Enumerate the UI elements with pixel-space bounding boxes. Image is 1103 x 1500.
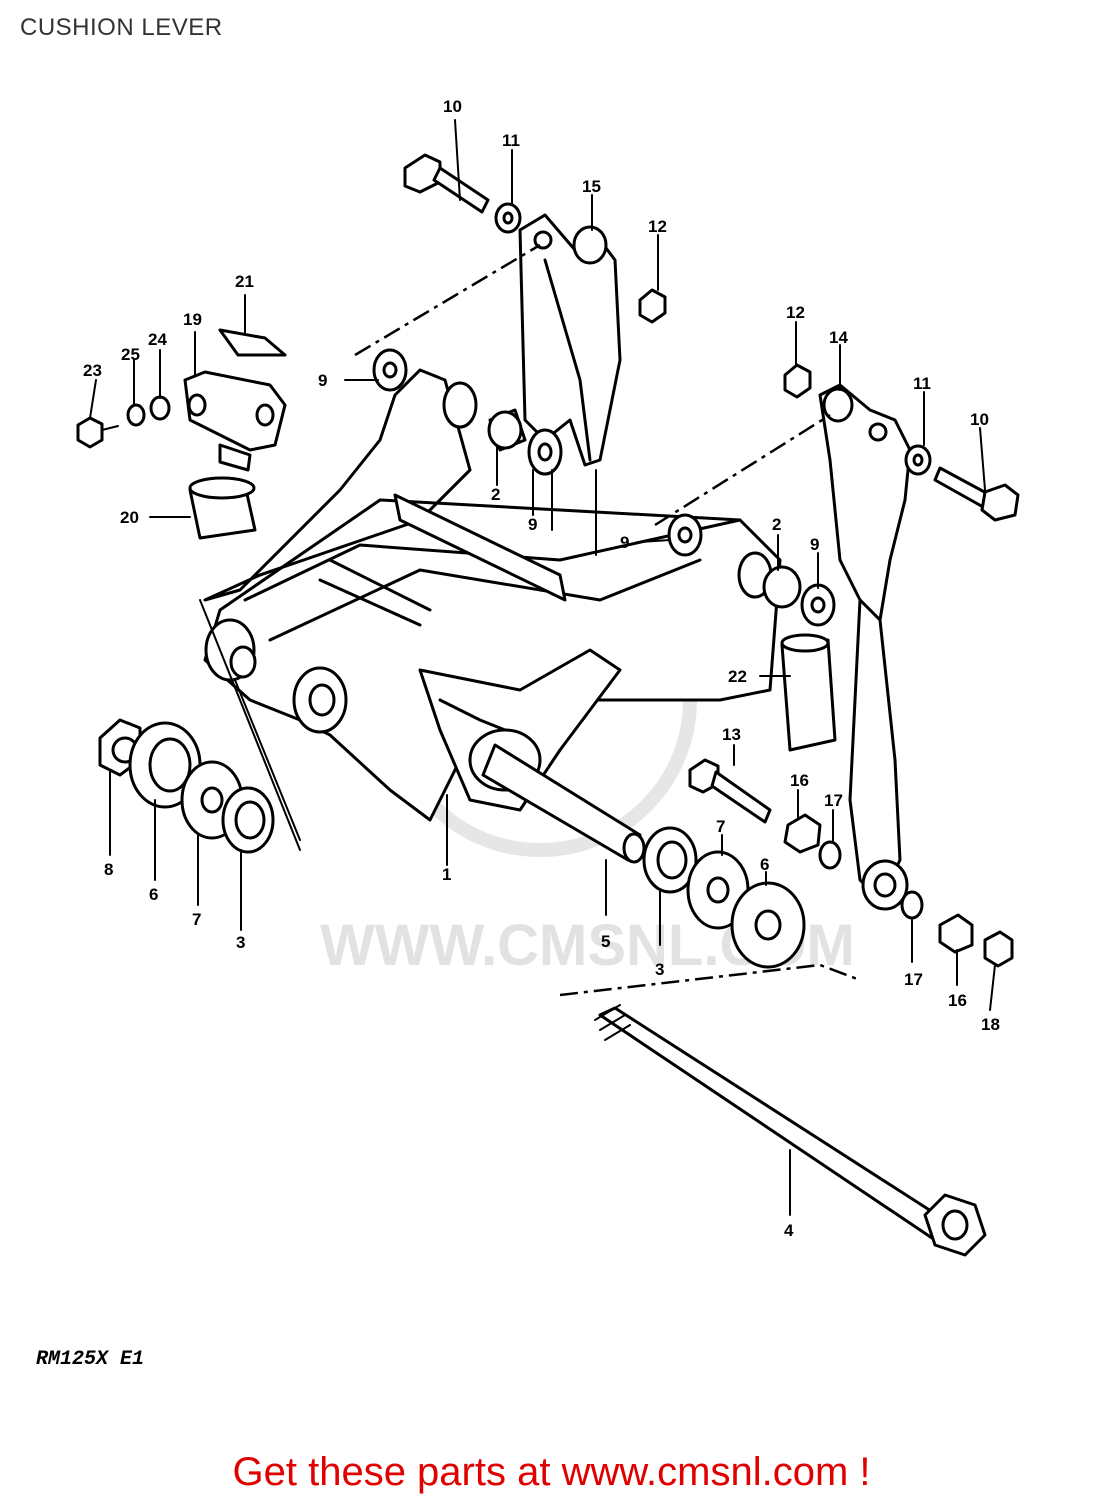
callout-9-left-of-arm: 9 bbox=[620, 533, 629, 552]
pivot-shaft bbox=[468, 728, 646, 864]
callout-2-right: 2 bbox=[772, 515, 781, 534]
lower-link-hardware bbox=[688, 758, 1014, 968]
callout-19: 19 bbox=[183, 310, 202, 329]
alignment-lines bbox=[199, 243, 861, 997]
callout-3-right: 3 bbox=[655, 960, 664, 979]
leader-lines bbox=[89, 119, 996, 1216]
callout-12-upper: 12 bbox=[648, 217, 667, 236]
callout-16-lower: 16 bbox=[948, 991, 967, 1010]
right-bearing-stack bbox=[642, 826, 806, 969]
left-cushion-bracket bbox=[518, 213, 622, 467]
callout-13: 13 bbox=[722, 725, 741, 744]
callout-10-upper: 10 bbox=[443, 97, 462, 116]
cushion-rod bbox=[848, 598, 909, 911]
callout-3-left: 3 bbox=[236, 933, 245, 952]
pivot-bolt bbox=[594, 1004, 987, 1257]
callout-24: 24 bbox=[148, 330, 167, 349]
callout-12-right: 12 bbox=[786, 303, 805, 322]
callout-7-left: 7 bbox=[192, 910, 201, 929]
callout-10-right: 10 bbox=[970, 410, 989, 429]
callout-8: 8 bbox=[104, 860, 113, 879]
page-title: CUSHION LEVER bbox=[20, 14, 223, 41]
callout-18: 18 bbox=[981, 1015, 1000, 1034]
callout-23: 23 bbox=[83, 361, 102, 380]
callout-9-upper: 9 bbox=[318, 371, 327, 390]
callout-22: 22 bbox=[728, 667, 747, 686]
callout-9-right: 9 bbox=[810, 535, 819, 554]
guide-block-parts bbox=[76, 328, 287, 540]
callout-20: 20 bbox=[120, 508, 139, 527]
callout-11-right: 11 bbox=[913, 374, 931, 393]
callout-21: 21 bbox=[235, 272, 254, 291]
right-cushion-bracket bbox=[818, 383, 912, 622]
upper-bushings bbox=[372, 348, 836, 627]
callout-11-upper: 11 bbox=[502, 131, 520, 150]
callout-4: 4 bbox=[784, 1221, 794, 1240]
callout-7-right: 7 bbox=[716, 817, 725, 836]
callout-5: 5 bbox=[601, 932, 610, 951]
callout-14: 14 bbox=[829, 328, 848, 347]
model-code: RM125X E1 bbox=[36, 1348, 145, 1371]
callout-17-lower: 17 bbox=[904, 970, 923, 989]
swingarm-body bbox=[203, 368, 782, 822]
callout-9-mid: 9 bbox=[528, 515, 537, 534]
callout-1: 1 bbox=[442, 865, 451, 884]
left-bearing-stack bbox=[98, 718, 275, 854]
callout-17-upper: 17 bbox=[824, 791, 843, 810]
callout-25: 25 bbox=[121, 345, 140, 364]
callout-6-right: 6 bbox=[760, 855, 769, 874]
upper-bolts-nuts bbox=[403, 153, 1020, 522]
callout-2-upper: 2 bbox=[491, 485, 500, 504]
spacer-sleeve bbox=[780, 633, 837, 752]
parts-link-banner[interactable]: Get these parts at www.cmsnl.com ! bbox=[232, 1450, 871, 1494]
callout-6-left: 6 bbox=[149, 885, 158, 904]
callout-16-upper: 16 bbox=[790, 771, 809, 790]
callout-labels: 10 11 15 12 21 19 24 25 23 12 14 9 11 10… bbox=[83, 97, 1000, 1240]
callout-15: 15 bbox=[582, 177, 601, 196]
